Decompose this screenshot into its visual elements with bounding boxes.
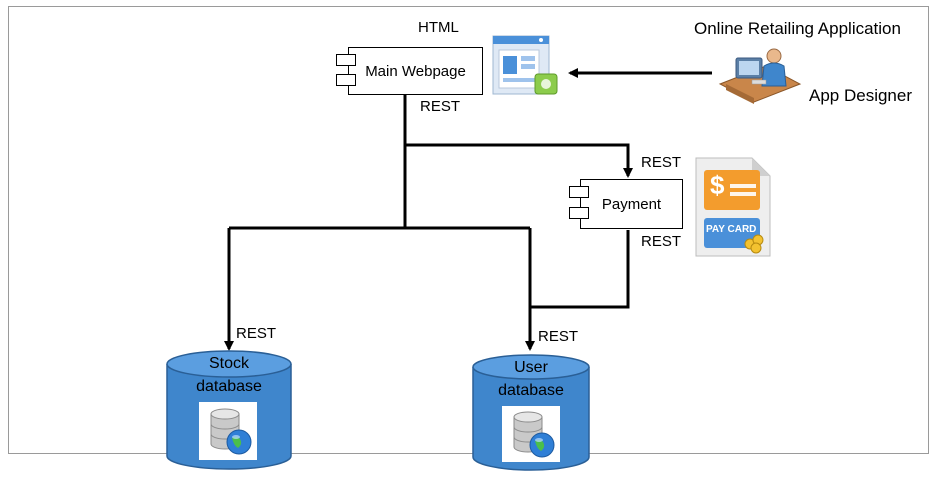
stock-db-label-line1: Stock [208, 355, 249, 372]
payment-user-connector [530, 230, 630, 309]
main-webpage-component[interactable]: Main Webpage [348, 47, 483, 95]
component-tab-icon [336, 54, 356, 66]
stock-db-label-line2: database [196, 378, 262, 395]
html-protocol-label: HTML [418, 19, 459, 36]
payment-label: Payment [601, 195, 662, 213]
database-globe-icon [502, 406, 560, 462]
rest-stock-label: REST [236, 325, 277, 342]
component-tab-icon [569, 207, 589, 219]
rest-payment-out-label: REST [641, 233, 682, 250]
component-tab-icon [336, 74, 356, 86]
dollar-sign: $ [710, 170, 725, 200]
payment-component[interactable]: Payment [580, 179, 683, 229]
diagram-title: Online Retailing Application [694, 19, 901, 38]
rest-payment-in-label: REST [641, 154, 682, 171]
pay-card-label: PAY CARD [706, 224, 757, 235]
actor-label: App Designer [809, 86, 913, 105]
stock-database[interactable]: Stock database [166, 350, 292, 472]
user-db-label-line2: database [498, 382, 564, 399]
pay-card-document-icon: $ PAY CARD [690, 156, 774, 260]
user-db-label-line1: User [514, 359, 548, 376]
database-globe-icon [199, 402, 257, 460]
webpage-window-icon [491, 34, 561, 102]
app-designer-person-icon [716, 44, 802, 106]
main-webpage-label: Main Webpage [365, 62, 466, 80]
component-tab-icon [569, 186, 589, 198]
payment-connector [405, 143, 633, 178]
rest-user-label: REST [538, 328, 579, 345]
user-database[interactable]: User database [472, 354, 590, 472]
rest-main-label: REST [420, 98, 461, 115]
